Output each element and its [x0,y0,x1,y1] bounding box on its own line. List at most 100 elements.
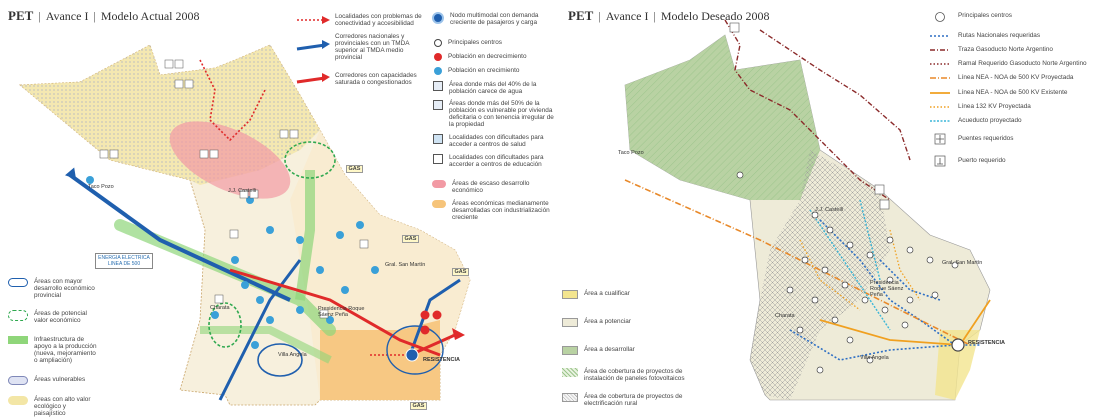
gas-pipeline-trace [724,19,911,201]
legend-housing: Áreas donde más del 50% de la población … [432,100,558,128]
label-charata: Charata [210,305,230,311]
label-san-martin-2: Gral. San Martín [942,260,983,266]
legend-population-decline: Población en decrecimiento [432,53,558,61]
orange-industrial-area [320,320,440,400]
legend-gasoducto: Traza Gasoducto Norte Argentino [958,46,1114,53]
title-avance: Avance I [45,9,89,23]
cyan-dotted-line-icon: Acueducto proyectado [958,117,1022,124]
grid-hatch-area [750,150,890,400]
green-hatch-area [625,35,820,200]
cream-swatch-icon [562,318,578,327]
grid-hatch-swatch-icon [562,393,578,402]
dotted-area-icon [8,376,28,385]
panel-title-deseado: PET | Avance I | Modelo Deseado 2008 [568,8,770,23]
legend-population-growth: Población en crecimiento [432,67,558,75]
legend-industrial: Áreas económicas medianamente desarrolla… [432,200,558,221]
legend-132kv: Línea 132 KV Proyectada [958,103,1114,110]
multimodal-node-resistencia [405,348,419,362]
title-avance-2: Avance I [605,9,649,23]
legend-congested-corridors: Corredores con capacidades saturada o co… [335,72,417,86]
label-castelli: J.J. Castelli [228,188,257,194]
legend-accessibility: Localidades con problemas de conectivida… [335,13,422,27]
label-charata-2: Charata [775,313,795,319]
legend-national-corridors: Corredores nacionales y provinciales con… [335,33,410,61]
green-band-icon [8,336,28,344]
blue-dotted-line-icon: Rutas Nacionales requeridas [958,32,1041,39]
yellow-qualify-area [935,330,980,400]
orange-dashed-line-icon: Línea NEA - NOA de 500 KV Proyectada [958,74,1074,81]
port-icon: Puerto requerido [958,157,1006,164]
green-hatch-swatch-icon [562,368,578,377]
legend-vulnerable-areas: Áreas vulnerables [8,376,98,385]
line-500kv-existing [819,299,991,346]
title-pet: PET [8,8,34,23]
legend-fotovoltaicos: Área de cobertura de proyectos de instal… [562,368,712,382]
legend-principales-centros: Principales centros [432,39,558,47]
white-circle-icon-2: Principales centros [958,12,1012,19]
label-presidencia-2: Presidencia Roque Sáenz Peña [870,280,904,298]
bridge-icon: Puentes requeridos [958,135,1014,142]
legend-education: Localidades con dificultades para accerd… [432,154,558,168]
green-swatch-icon [562,346,578,355]
legend-potenciar: Área a potenciar [562,318,712,327]
green-dashed-potential-area [208,302,242,348]
legend-multimodal: Nodo multimodal con demanda creciente de… [432,12,558,26]
multimodal-node-icon [432,12,444,24]
dotted-brown-line-icon: Ramal Requerido Gasoducto Norte Argentin… [958,60,1087,67]
principal-centers [736,171,965,374]
blue-outline-development-area [257,343,303,377]
legend-electrificacion: Área de cobertura de proyectos de electr… [562,393,712,407]
gas-label-3: GAS [452,268,469,276]
water-icon [433,81,443,91]
legend-ramal: Ramal Requerido Gasoducto Norte Argentin… [958,60,1114,67]
label-resistencia: RESISTENCIA [423,357,460,363]
map-deseado-panel: PET | Avance I | Modelo Deseado 2008 [560,0,1114,418]
line-500kv-projected [624,179,971,346]
housing-icon [433,100,443,110]
label-presidencia: Presidencia Roque Sáenz Peña [318,306,365,318]
pink-area-icon [432,180,446,188]
legend-acueducto: Acueducto proyectado [958,117,1114,124]
title-pet-2: PET [568,8,594,23]
legend-puerto: Puerto requerido [958,157,1114,164]
legend-rutas: Rutas Nacionales requeridas [958,32,1114,39]
population-decline-points [420,310,442,335]
legend-desarrollar: Área a desarrollar [562,346,712,355]
chaco-map-actual [18,16,471,406]
red-congested-corridor [229,268,441,357]
green-dashed-area-icon [8,310,28,321]
green-infrastructure-band-3 [200,326,332,364]
gas-label-1: GAS [346,165,363,173]
legend-500kv-proyectada: Línea NEA - NOA de 500 KV Proyectada [958,74,1114,81]
yellow-swatch-icon [562,290,578,299]
blue-corridor-south [218,259,302,401]
label-taco-pozo: Taco Pozo [88,184,114,190]
legend-water: Área donde más del 40% de la población c… [432,81,558,95]
title-modelo: Modelo Actual 2008 [100,9,200,23]
blue-outline-area-icon [8,278,28,287]
label-villa-angela-2: Villa Angela [860,355,889,361]
legend-centros: Principales centros [958,12,1114,19]
legend-health: Localidades con dificultades para accede… [432,134,558,148]
population-growth-points [86,176,379,349]
gas-label-2: GAS [402,235,419,243]
label-resistencia-2: RESISTENCIA [968,340,1005,346]
gas-label-4: GAS [410,402,427,410]
white-circle-icon [434,39,442,47]
pink-low-development-area [169,121,291,199]
bridge-icon-map [729,22,740,33]
red-circle-icon [434,53,442,61]
legend-high-development: Áreas con mayor desarrollo económico pro… [8,278,98,299]
label-villa-angela: Villa Angela [278,352,307,358]
blue-circle-icon [434,67,442,75]
panel-title-actual: PET | Avance I | Modelo Actual 2008 [8,8,200,23]
health-icon [433,134,443,144]
chaco-map-deseado [624,12,991,401]
line-132kv-projected [799,229,921,311]
legend-puentes: Puentes requeridos [958,135,1114,142]
dashdot-brown-line-icon: Traza Gasoducto Norte Argentino [958,46,1053,53]
legend-low-development: Áreas de escaso desarrollo económico [432,180,558,194]
orange-dotted-line-icon: Línea 132 KV Proyectada [958,103,1031,110]
orange-area-icon [432,200,446,208]
legend-potential-value: Áreas de potencial valor económico [8,310,98,324]
